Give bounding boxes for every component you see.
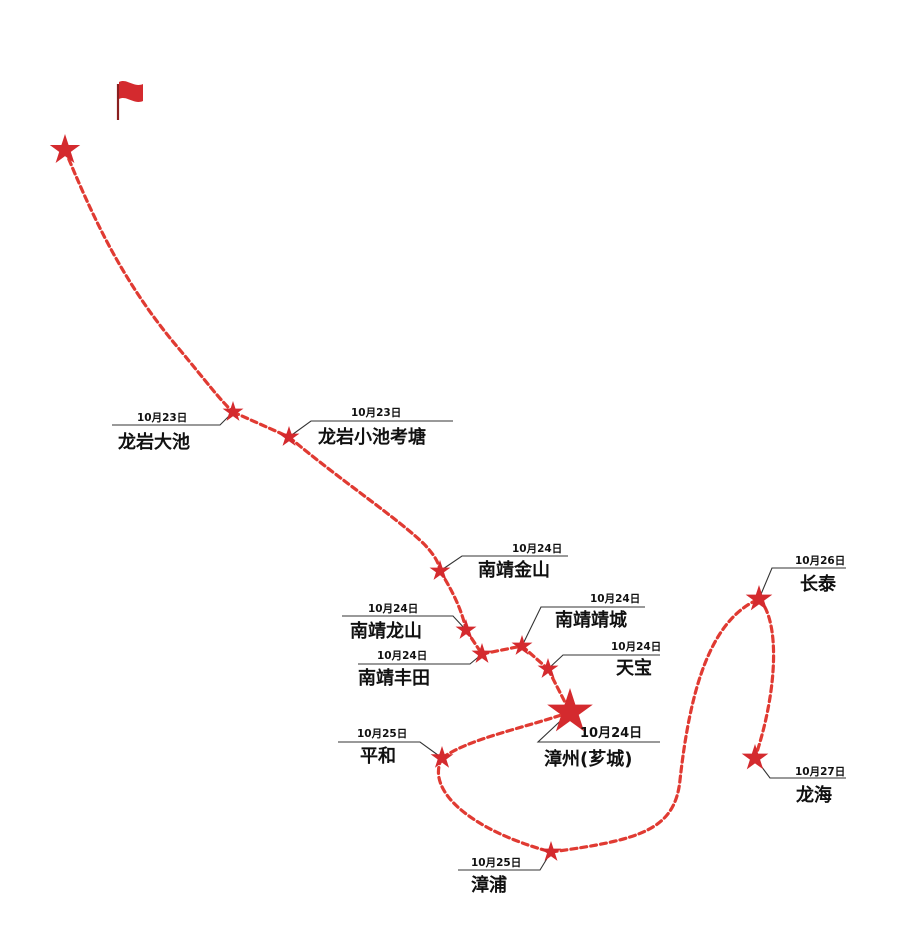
- star-icon: [745, 585, 773, 611]
- route-segment-zhangzhou-to-pinghe: [440, 710, 572, 760]
- star-icon: [429, 560, 451, 580]
- place-date: 10月24日: [580, 726, 642, 741]
- start-star-icon: [49, 134, 81, 163]
- place-date: 10月24日: [590, 593, 640, 605]
- place-name: 长泰: [800, 573, 837, 595]
- stops: [49, 134, 773, 861]
- star-icon: [741, 744, 769, 770]
- place-date: 10月25日: [357, 728, 407, 740]
- big-star-icon: [547, 688, 593, 732]
- place-date: 10月23日: [137, 412, 187, 424]
- place-name: 龙岩小池考塘: [318, 426, 426, 448]
- place-name: 龙岩大池: [118, 431, 190, 453]
- place-name: 南靖靖城: [555, 609, 627, 631]
- place-date: 10月24日: [377, 650, 427, 662]
- place-name: 南靖丰田: [358, 667, 430, 689]
- place-date: 10月27日: [795, 766, 845, 778]
- place-name: 天宝: [616, 657, 652, 679]
- place-labels: 10月23日 龙岩大池 10月23日 龙岩小池考塘 10月24日 南靖金山 10…: [118, 407, 845, 896]
- place-name: 南靖金山: [478, 559, 550, 581]
- route-segment-dachi-to-xiaochi: [231, 410, 291, 439]
- route-segment-xiaochi-to-jinshan: [287, 435, 442, 573]
- place-date: 10月26日: [795, 555, 845, 567]
- route-segment-zhangpu-to-changtai: [549, 597, 761, 854]
- place-date: 10月24日: [368, 603, 418, 615]
- route-segment-changtai-to-longhai: [753, 597, 776, 760]
- red-flag-icon: [116, 81, 143, 120]
- route-segment-pinghe-to-zhangpu: [436, 756, 553, 854]
- place-name: 平和: [360, 746, 396, 767]
- place-name: 龙海: [796, 784, 832, 806]
- place-date: 10月25日: [471, 857, 521, 869]
- route-segment-start-to-dachi: [63, 148, 235, 414]
- route-segment-jinshan-to-longshan: [438, 569, 468, 632]
- place-date: 10月24日: [512, 543, 562, 555]
- place-date: 10月24日: [611, 641, 661, 653]
- place-date: 10月23日: [351, 407, 401, 419]
- leader-lines: [112, 411, 846, 871]
- place-name: 南靖龙山: [350, 620, 422, 642]
- star-icon: [430, 746, 454, 768]
- place-name: 漳州(芗城): [544, 748, 632, 770]
- march-route: [63, 148, 776, 854]
- place-name: 漳浦: [471, 874, 507, 896]
